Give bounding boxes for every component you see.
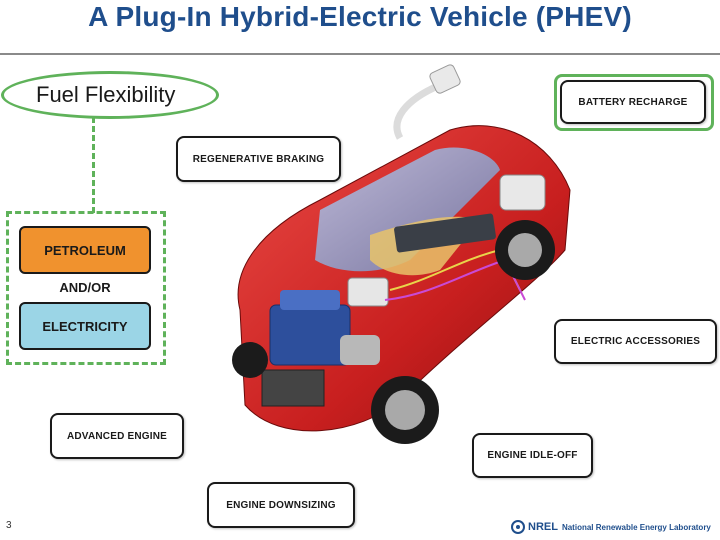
electric-accessories-box: ELECTRIC ACCESSORIES [554, 319, 717, 364]
page-title: A Plug-In Hybrid-Electric Vehicle (PHEV) [88, 1, 632, 32]
fuel-flexibility-ellipse [1, 71, 219, 119]
power-plug-icon [429, 64, 461, 94]
fuel-flexibility-label: Fuel Flexibility [36, 82, 176, 107]
engine-idle-off-box: ENGINE IDLE-OFF [472, 433, 593, 478]
fuel-options-group [6, 211, 166, 365]
battery-recharge-box: BATTERY RECHARGE [560, 80, 706, 124]
engine-downsizing-box: ENGINE DOWNSIZING [207, 482, 355, 528]
battery-recharge-highlight [554, 74, 714, 131]
nrel-logo-short: NREL [528, 521, 558, 533]
and-or-label: AND/OR [59, 280, 111, 295]
nrel-logo-icon [511, 520, 525, 534]
red-phev-cutaway-car-icon [232, 64, 571, 444]
regenerative-braking-box: REGENERATIVE BRAKING [176, 136, 341, 182]
phev-car-illustration [200, 60, 580, 460]
fuel-connector-line [92, 117, 95, 213]
title-divider [0, 53, 720, 55]
nrel-logo: NREL National Renewable Energy Laborator… [510, 517, 720, 537]
advanced-engine-box: ADVANCED ENGINE [50, 413, 184, 459]
petroleum-box: PETROLEUM [19, 226, 151, 274]
slide-number: 3 [6, 520, 12, 531]
electricity-box: ELECTRICITY [19, 302, 151, 350]
nrel-logo-full: National Renewable Energy Laboratory [561, 522, 711, 532]
